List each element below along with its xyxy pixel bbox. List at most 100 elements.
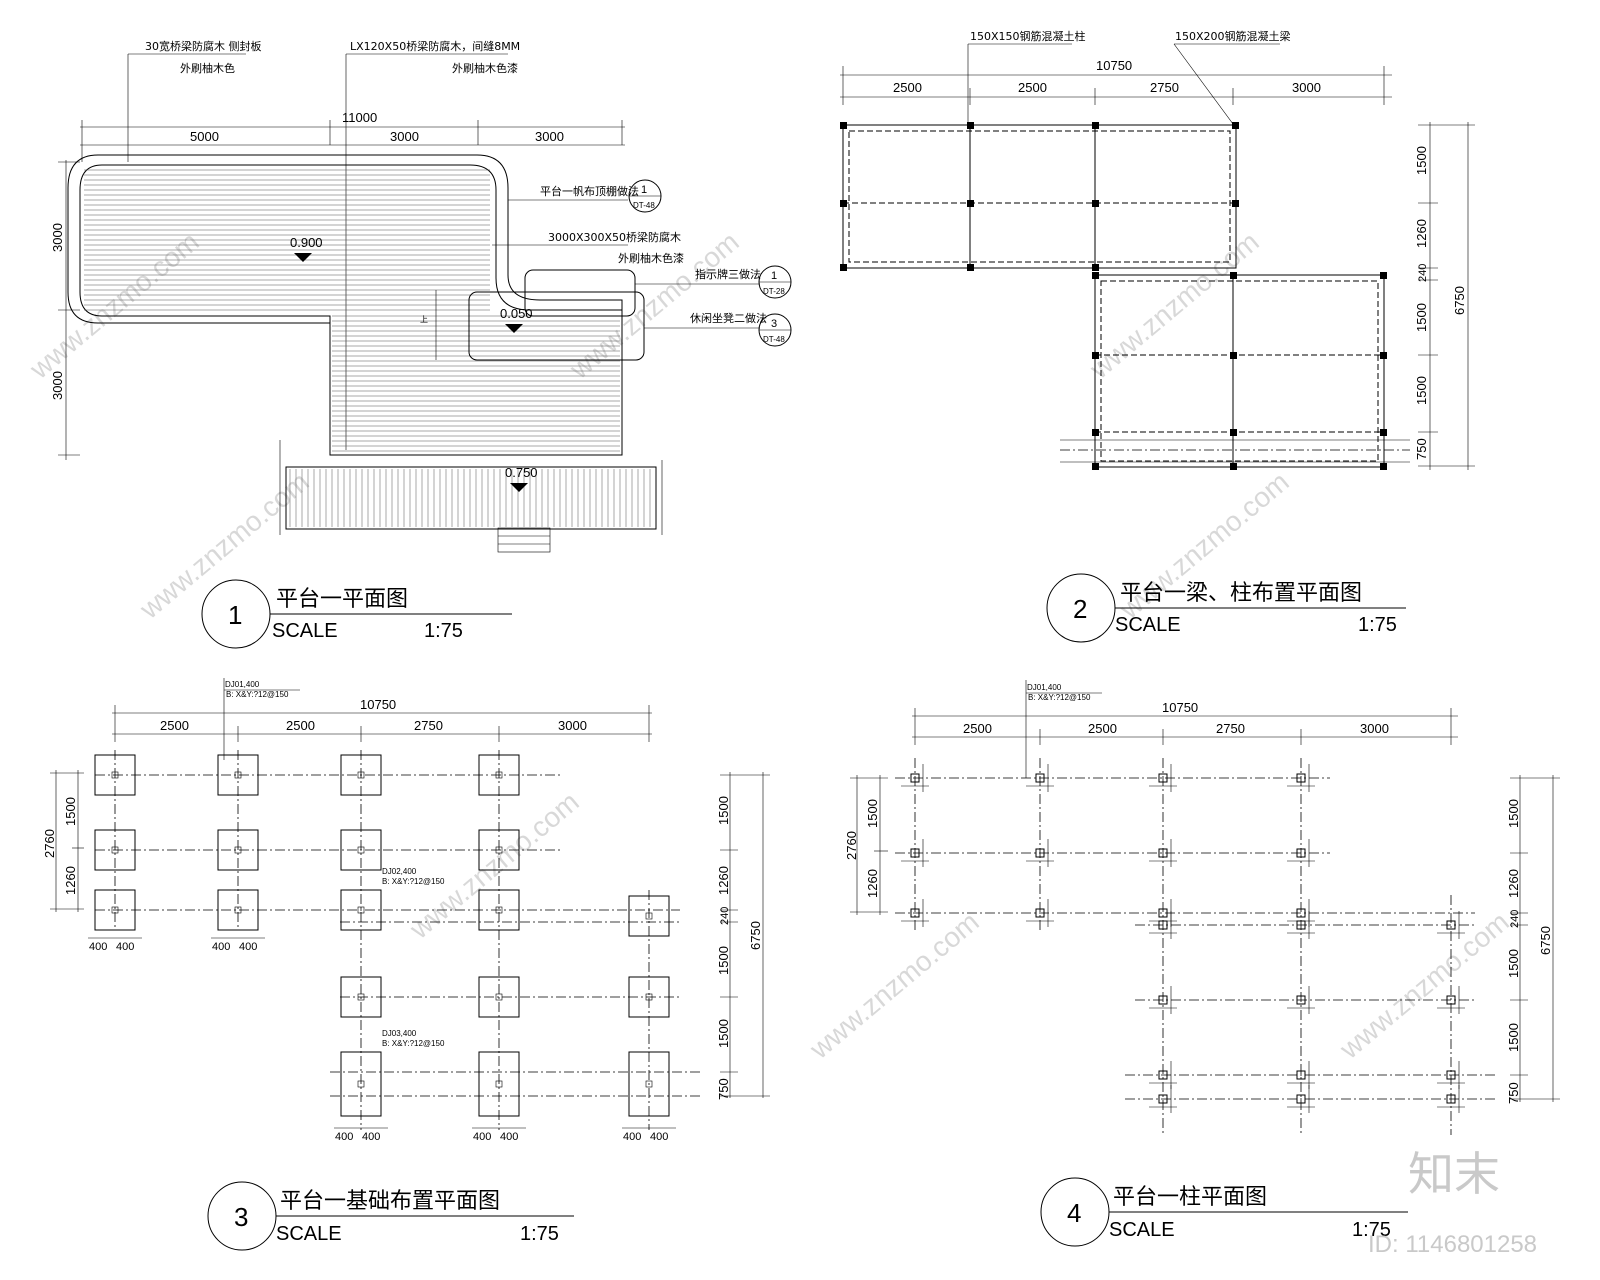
footing-note-rebar: B: X&Y:?12@150 [226, 690, 289, 699]
drawing-title-block: 4 平台一柱平面图 SCALE 1:75 [1040, 1177, 1408, 1247]
column-marker [901, 764, 929, 792]
footing-note-id: DJ03,400 [382, 1029, 417, 1038]
dimension-label: 1500 [716, 1019, 731, 1048]
footing-pads [94, 754, 670, 1117]
scale-value: 1:75 [424, 620, 463, 642]
dimension-label: 3000 [1292, 80, 1321, 95]
dimension-chain-top: 10750 2500 2500 2750 3000 [112, 697, 652, 742]
callout-text: 30宽桥梁防腐木 侧封板 [145, 39, 262, 53]
column-marker [1437, 1085, 1465, 1113]
dimension-label: 750 [716, 1078, 731, 1100]
dimension-chain-left: 2760 1500 1260 [42, 770, 84, 912]
column-marker [1149, 839, 1177, 867]
footing-size-dims: 400 400 400 400 400 400 400 400 400 400 [88, 937, 676, 1143]
footing-pad [478, 889, 520, 931]
footing-pad [217, 754, 259, 796]
level-triangle-icon [505, 324, 523, 333]
level-mark: 0.050 [500, 306, 533, 321]
callout-text: 外刷柚木色漆 [452, 61, 518, 75]
footing-grid [95, 750, 700, 1130]
footing-pad [340, 976, 382, 1018]
column-marker [1287, 839, 1315, 867]
callout-text: 外刷柚木色漆 [618, 251, 684, 265]
footing-pad [628, 1051, 670, 1117]
dimension-label: 3000 [50, 223, 65, 252]
dimension-label: 1260 [865, 869, 880, 898]
drawing-3-foundation-plan: DJ01,400 B: X&Y:?12@150 10750 2500 2500 … [42, 678, 770, 1251]
footing-pad [340, 889, 382, 931]
dimension-label: 2500 [286, 718, 315, 733]
dimension-total: 6750 [1538, 926, 1553, 955]
dimension-label: 1500 [1414, 146, 1429, 175]
dimension-total: 2760 [42, 829, 57, 858]
callout-text: 3000X300X50桥梁防腐木 [548, 230, 681, 244]
dimension-label: 3000 [535, 129, 564, 144]
dimension-label: 2750 [414, 718, 443, 733]
footing-pad [94, 754, 136, 796]
column-marker [1287, 1061, 1315, 1089]
dimension-total: 10750 [1162, 700, 1198, 715]
scale-label: SCALE [276, 1223, 342, 1245]
dimension-label: 5000 [190, 129, 219, 144]
footing-pad [478, 976, 520, 1018]
dimension-label: 2500 [160, 718, 189, 733]
column-marker [1287, 911, 1315, 939]
watermark-text: www.znzmo.com [803, 906, 985, 1065]
callout-text: 平台一帆布顶棚做法 [540, 184, 639, 198]
column-marker [1149, 1085, 1177, 1113]
dimension-label: 400 [473, 1131, 491, 1143]
sign-callout-box [524, 269, 636, 317]
footing-pad [628, 976, 670, 1018]
footing-pad [94, 889, 136, 931]
dimension-label: 400 [650, 1131, 668, 1143]
bench-callout-box [468, 291, 645, 361]
dimension-label: 1260 [716, 866, 731, 895]
dimension-label: 1500 [1414, 303, 1429, 332]
column-marker [1437, 911, 1465, 939]
column-marker [1149, 1061, 1177, 1089]
detail-ref-number: 1 [771, 270, 777, 282]
footing-pad [217, 829, 259, 871]
drawing-number: 3 [234, 1202, 248, 1232]
dimension-label: 1500 [865, 799, 880, 828]
footing-pad [94, 829, 136, 871]
drawing-title: 平台一基础布置平面图 [280, 1189, 500, 1214]
dimension-chain-top: 10750 2500 2500 2750 3000 [840, 58, 1392, 105]
footing-pad [340, 829, 382, 871]
dimension-label: 2750 [1216, 721, 1245, 736]
dimension-label: 400 [116, 941, 134, 953]
detail-ref-sheet: DT-48 [763, 335, 785, 344]
dimension-label: 750 [1506, 1082, 1521, 1104]
scale-label: SCALE [272, 620, 338, 642]
drawing-number: 1 [228, 600, 242, 630]
footing-pad [478, 829, 520, 871]
drawing-title-block: 1 平台一平面图 SCALE 1:75 [201, 579, 512, 649]
dimension-chain-right: 1500 1260 240 1500 1500 750 6750 [1414, 122, 1475, 470]
lower-deck-band [285, 466, 657, 530]
callout-text: 指示牌三做法 [695, 267, 761, 281]
deck-outline-inner [79, 164, 623, 456]
column-marker [1026, 839, 1054, 867]
dimension-total: 11000 [342, 110, 377, 125]
watermark-text: www.znzmo.com [563, 226, 745, 385]
level-mark: 0.750 [505, 465, 538, 480]
drawing-title: 平台一柱平面图 [1113, 1185, 1267, 1210]
drawing-title: 平台一平面图 [276, 587, 408, 612]
dimension-label: 240 [1417, 264, 1429, 282]
dimension-label: 2500 [1018, 80, 1047, 95]
brand-watermark: 知末 [1408, 1147, 1500, 1201]
dimension-label: 2500 [893, 80, 922, 95]
dimension-label: 1500 [1506, 799, 1521, 828]
dimension-label: 400 [89, 941, 107, 953]
dimension-label: 2500 [963, 721, 992, 736]
dimension-label: 400 [623, 1131, 641, 1143]
column-marker [1026, 764, 1054, 792]
dimension-label: 1500 [716, 796, 731, 825]
dimension-label: 1500 [1414, 376, 1429, 405]
column-marker [901, 839, 929, 867]
footing-pad [340, 1051, 382, 1117]
scale-value: 1:75 [1358, 614, 1397, 636]
drawing-1-deck-plan: 30宽桥梁防腐木 侧封板 外刷柚木色 LX120X50桥梁防腐木，间缝8MM 外… [50, 39, 792, 649]
footing-note-rebar: B: X&Y:?12@150 [382, 877, 445, 886]
